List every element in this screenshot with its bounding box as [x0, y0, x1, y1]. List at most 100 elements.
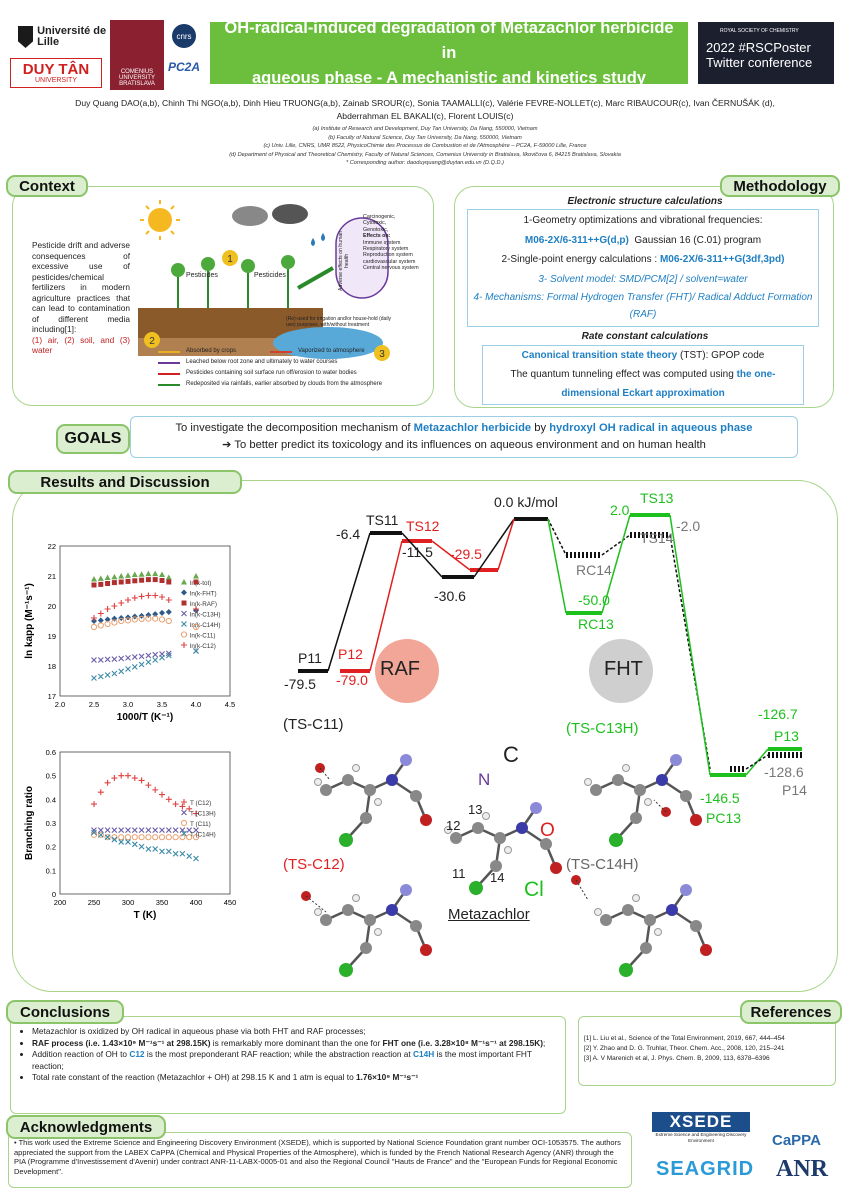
data-point	[159, 609, 165, 616]
data-point	[165, 650, 172, 657]
atom-label-11: 11	[452, 866, 466, 881]
series-T (C14H)	[91, 829, 199, 862]
duytan-logo: DUY TÂN UNIVERSITY	[10, 58, 102, 88]
label-p14-value: -128.6	[764, 764, 804, 780]
y-tick-label: 0.3	[46, 819, 56, 828]
data-point	[118, 668, 125, 675]
conclusions-tab: Conclusions	[6, 1000, 124, 1024]
x-tick-label: 4.5	[225, 700, 235, 709]
data-point	[97, 831, 104, 838]
data-point	[193, 606, 199, 612]
rate-box: Canonical transition state theory (TST):…	[482, 345, 804, 405]
y-tick-label: 22	[48, 542, 56, 551]
data-point	[98, 581, 104, 587]
y-tick-label: 19	[48, 632, 56, 641]
data-point	[138, 571, 145, 577]
effects-list: Carcinogenic, Cytotoxic, Genotoxic, Effe…	[363, 214, 419, 272]
xsede-logo: XSEDE Extreme Science and Engineering Di…	[652, 1112, 750, 1152]
conclusions-list: Metazachlor is oxidized by OH radical in…	[20, 1026, 560, 1084]
label-p14-name: P14	[782, 782, 807, 798]
y-axis-label: ln kapp (M⁻¹s⁻¹)	[24, 583, 35, 659]
data-point	[118, 617, 125, 625]
data-point	[131, 841, 138, 848]
cappa-logo: CaPPA	[772, 1132, 821, 1149]
reference-item: [1] L. Liu et al., Science of the Total …	[584, 1035, 785, 1042]
y-tick-label: 0.2	[46, 843, 56, 852]
data-point	[145, 570, 152, 577]
data-point	[97, 657, 104, 663]
data-point	[145, 834, 152, 841]
data-point	[97, 622, 104, 629]
methodology-panel	[454, 186, 834, 408]
series-ln(k-C14H)	[91, 648, 199, 681]
goals-tab: GOALS	[56, 424, 130, 454]
context-text: Pesticide drift and adverse consequences…	[32, 240, 130, 355]
data-point	[138, 834, 145, 841]
x-tick-label: 3.0	[123, 700, 133, 709]
data-point	[91, 827, 97, 833]
data-point	[118, 579, 124, 585]
series-ln(k-C11)	[90, 615, 200, 631]
data-point	[118, 573, 125, 579]
label-p11-name: P11	[298, 650, 322, 666]
data-point	[125, 572, 131, 578]
data-point	[138, 843, 145, 850]
series-ln(k-C12)	[91, 592, 199, 621]
x-tick-label: 3.5	[157, 700, 167, 709]
data-point	[152, 786, 159, 793]
data-point	[158, 616, 166, 623]
data-point	[125, 666, 131, 672]
acknowledgments-panel	[8, 1132, 632, 1188]
data-point	[138, 827, 145, 833]
data-point	[97, 789, 104, 796]
data-point	[165, 597, 172, 603]
data-point	[131, 594, 138, 601]
data-point	[138, 661, 145, 668]
data-point	[138, 593, 145, 600]
data-point	[111, 619, 118, 626]
label-rc13-value: -50.0	[578, 592, 610, 608]
x-tick-label: 450	[224, 898, 237, 907]
data-point	[145, 615, 152, 622]
data-point	[165, 796, 172, 803]
y-tick-label: 17	[48, 692, 56, 701]
pc2a-logo: PC2A	[168, 60, 201, 74]
label-rc14-name: RC14	[576, 562, 612, 578]
data-point	[165, 609, 172, 615]
data-point	[131, 827, 138, 833]
reference-item: [2] Y. Zhao and D. G. Truhlar, Theor. Ch…	[584, 1045, 785, 1052]
label-int-30: -30.6	[434, 588, 466, 604]
data-point	[166, 579, 172, 585]
plot-frame	[59, 751, 231, 895]
data-point	[138, 777, 145, 784]
data-point	[131, 775, 138, 782]
atom-label-c: C	[503, 742, 519, 767]
svg-text:2: 2	[149, 336, 155, 347]
conclusion-item: Total rate constant of the reaction (Met…	[32, 1072, 560, 1084]
data-point	[124, 617, 132, 624]
ts-c12-label: (TS-C12)	[283, 856, 345, 873]
conclusions-panel	[10, 1016, 566, 1114]
x-axis-label: T (K)	[134, 910, 157, 921]
y-tick-label: 0.6	[46, 748, 56, 757]
esc-box: 1-Geometry optimizations and vibrational…	[467, 209, 819, 327]
data-point	[159, 848, 165, 855]
data-point	[118, 839, 125, 845]
legend-label: ln(k-C12)	[190, 643, 216, 650]
data-point	[125, 827, 131, 833]
poster-title: OH-radical-induced degradation of Metaza…	[210, 19, 688, 87]
legend-redeposited: Redeposited via rainfalls, earlier absor…	[158, 379, 428, 390]
energy-levels	[298, 513, 802, 777]
water-body	[273, 327, 383, 359]
legend-label: T (C12)	[190, 800, 211, 807]
data-point	[104, 834, 111, 841]
ts-c13h-label: (TS-C13H)	[566, 720, 639, 737]
label-pc13-name: PC13	[706, 810, 742, 826]
acknowledgments-tab: Acknowledgments	[6, 1115, 166, 1139]
data-point	[145, 577, 151, 583]
data-point	[165, 652, 172, 659]
data-point	[193, 827, 199, 833]
data-point	[118, 827, 125, 833]
rate-title: Rate constant calculations	[581, 331, 709, 342]
series-T (C13H)	[91, 827, 199, 833]
